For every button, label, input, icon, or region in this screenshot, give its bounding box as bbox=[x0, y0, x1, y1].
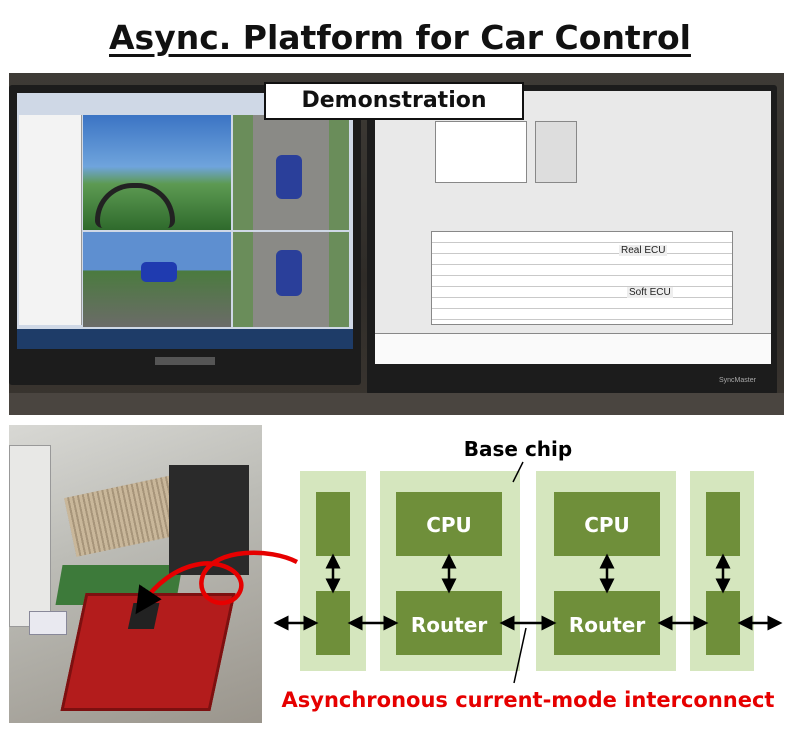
monitor-brand-left bbox=[155, 357, 215, 365]
router-block-edge-left bbox=[316, 591, 350, 655]
cpu-block-edge-right bbox=[706, 492, 740, 556]
router-block-1 bbox=[396, 591, 502, 655]
cpu-label-1: CPU bbox=[426, 513, 472, 537]
real-ecu-label: Real ECU bbox=[619, 245, 668, 256]
file-tree-panel bbox=[19, 115, 82, 325]
gauge-area bbox=[535, 121, 577, 183]
interconnect-leader bbox=[513, 627, 527, 684]
base-chip-leader bbox=[512, 461, 524, 483]
router-label-1: Router bbox=[411, 613, 488, 637]
right-monitor: Real ECU Soft ECU SyncMaster bbox=[367, 85, 777, 395]
graph-area bbox=[435, 121, 527, 183]
cpu-block-2 bbox=[554, 492, 660, 556]
interconnect-label: Asynchronous current-mode interconnect bbox=[282, 688, 775, 712]
right-monitor-screen: Real ECU Soft ECU bbox=[375, 91, 771, 364]
cpu-block-edge-left bbox=[316, 492, 350, 556]
left-monitor-screen bbox=[17, 93, 353, 349]
usb-dongle bbox=[29, 611, 67, 635]
cpu-label-2: CPU bbox=[584, 513, 630, 537]
top-down-view-1 bbox=[233, 115, 349, 230]
router-block-2 bbox=[554, 591, 660, 655]
page-title: Async. Platform for Car Control bbox=[109, 18, 691, 57]
desk-surface bbox=[9, 393, 784, 415]
demonstration-label: Demonstration bbox=[264, 82, 524, 120]
dark-device bbox=[169, 465, 249, 575]
router-label-2: Router bbox=[569, 613, 646, 637]
equipment-box bbox=[9, 445, 51, 627]
cpu-block-1 bbox=[396, 492, 502, 556]
left-monitor bbox=[9, 85, 361, 385]
monitor-brand-right: SyncMaster bbox=[719, 377, 756, 384]
third-person-view bbox=[83, 232, 231, 327]
demonstration-photo: Real ECU Soft ECU SyncMaster bbox=[9, 73, 784, 415]
soft-ecu-label: Soft ECU bbox=[627, 287, 673, 298]
router-block-edge-right bbox=[706, 591, 740, 655]
parameter-table bbox=[431, 231, 733, 325]
taskbar bbox=[17, 329, 353, 349]
top-down-view-2 bbox=[233, 232, 349, 327]
base-chip-label: Base chip bbox=[464, 437, 572, 461]
log-panel bbox=[375, 333, 771, 364]
board-photo bbox=[9, 425, 262, 723]
pointer-curve bbox=[135, 550, 299, 615]
